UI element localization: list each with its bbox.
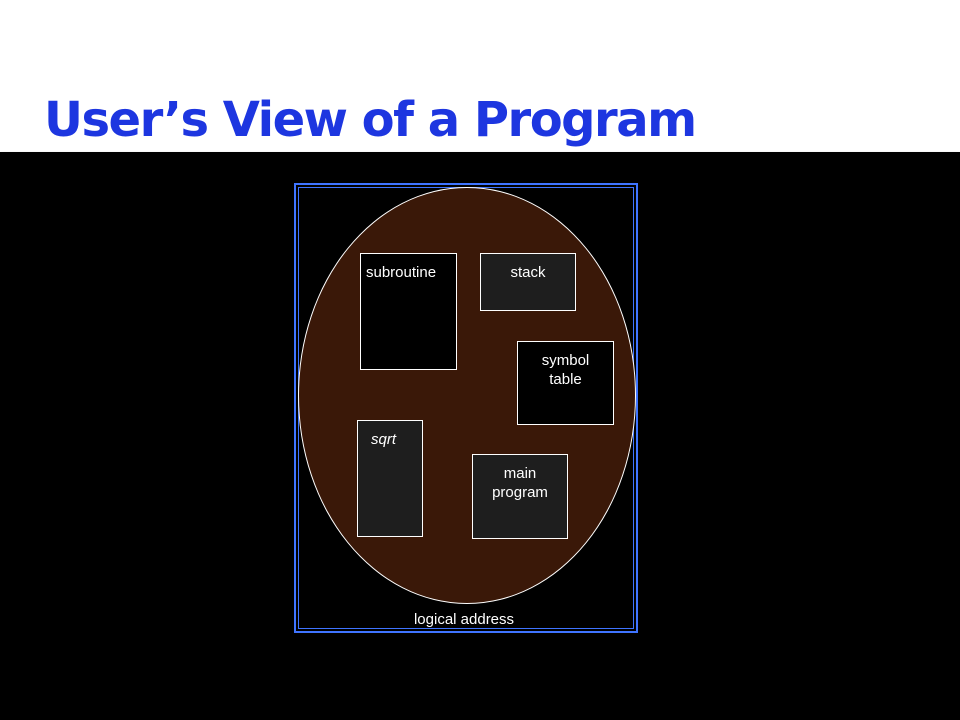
segment-symbol-table-label-line2: table [549, 371, 582, 388]
segment-sqrt: sqrt [357, 420, 423, 537]
segment-sqrt-label: sqrt [371, 431, 397, 448]
segment-main-program-label-line1: main [503, 465, 537, 482]
segment-symbol-table: symbol table [517, 341, 614, 425]
segment-subroutine: subroutine [360, 253, 457, 370]
segment-stack-label: stack [510, 264, 546, 281]
slide-title: User’s View of a Program [44, 92, 697, 148]
segment-stack: stack [480, 253, 576, 311]
diagram-caption: logical address [413, 611, 515, 628]
segment-main-program-label-line2: program [492, 484, 548, 501]
title-area: User’s View of a Program [0, 0, 960, 152]
title-divider [0, 152, 960, 158]
segment-main-program: main program [472, 454, 568, 539]
segment-subroutine-label: subroutine [366, 264, 437, 281]
segment-symbol-table-label-line1: symbol [541, 352, 590, 369]
